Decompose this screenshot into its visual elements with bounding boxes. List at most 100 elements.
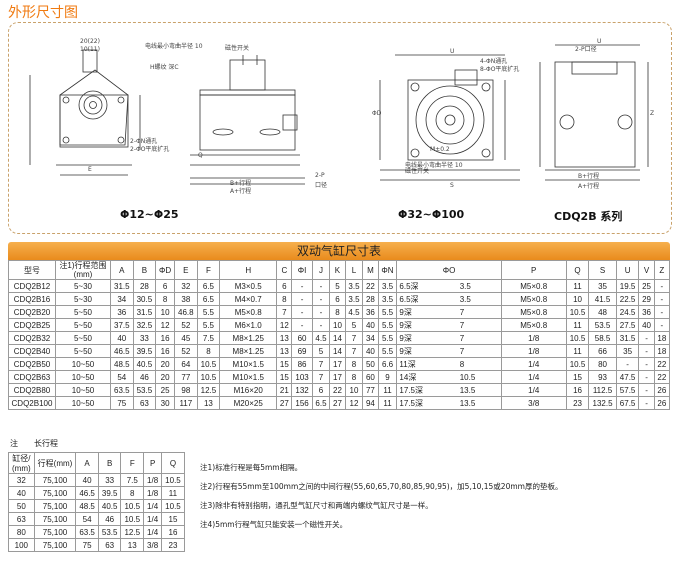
holes-o-label: 2-ΦO平底扩孔	[130, 146, 170, 153]
table-cell: 38	[174, 292, 198, 306]
col-o: ΦO	[396, 260, 502, 280]
fig3-side-view	[539, 44, 649, 181]
dimension-table: 型号 注1)行程范围(mm) A B ΦD E F H C ΦI J K L M…	[8, 260, 671, 410]
table-cell: 54	[110, 370, 134, 384]
table-cell: 27	[329, 396, 346, 410]
table-cell: 5~50	[55, 344, 111, 358]
holes-o4-label: 8-ΦO平底扩孔	[480, 66, 520, 73]
col-f: F	[120, 452, 145, 474]
note-title: 注 长行程	[10, 439, 58, 448]
table-cell: 53.5	[132, 383, 157, 397]
holes-n4-label: 4-ΦN通孔	[480, 58, 508, 65]
table-cell: 63.5	[110, 383, 134, 397]
table-cell: 8	[329, 305, 346, 319]
table-cell: 6	[276, 279, 293, 293]
table-cell: 22.5	[615, 292, 640, 306]
table-cell: 77	[174, 370, 198, 384]
table-cell: 10.5	[196, 357, 221, 371]
table-cell: 6.5深	[396, 292, 458, 306]
table-cell: -	[291, 318, 313, 332]
table-cell: 12.5	[196, 383, 221, 397]
table-cell: 28	[362, 292, 379, 306]
table-cell: 11深	[396, 357, 458, 371]
table-cell: -	[311, 305, 331, 319]
table-cell: 18	[653, 331, 671, 345]
col-n: ΦN	[377, 260, 398, 280]
table-cell: 46.8	[174, 305, 198, 319]
table-cell: 1/4	[500, 357, 567, 371]
table-cell: 5.5	[377, 318, 398, 332]
table-cell: 36	[362, 305, 379, 319]
table-cell: 5	[311, 344, 331, 358]
table-cell: 52	[174, 318, 198, 332]
table-cell: 31.5	[132, 305, 157, 319]
table-cell: M5×0.8	[500, 292, 567, 306]
table-cell: 7	[457, 344, 502, 358]
table-cell: 40	[638, 318, 655, 332]
stroke-cell: 46	[97, 512, 122, 526]
fig1-front-view	[29, 49, 141, 176]
table-cell: 8	[276, 292, 293, 306]
table-cell: 64	[174, 357, 198, 371]
table-cell: 5~30	[55, 292, 111, 306]
table-cell: 7	[344, 331, 364, 345]
s-dim-label: S	[450, 182, 454, 189]
table-cell: 17.5深	[396, 383, 458, 397]
table-cell: 13	[276, 331, 293, 345]
table-cell: 25	[638, 279, 655, 293]
table-cell: -	[311, 318, 331, 332]
table-cell: M20×25	[219, 396, 278, 410]
table-cell: 132	[291, 383, 313, 397]
table-cell: 27.5	[615, 318, 640, 332]
stroke-cell: 75,100	[33, 473, 77, 487]
table-cell: CDQ2B50	[8, 357, 56, 371]
table-cell: 40	[362, 318, 379, 332]
stroke-cell: 1/8	[143, 486, 163, 500]
table-cell: 5~50	[55, 318, 111, 332]
table-cell: M5×0.8	[500, 279, 567, 293]
table-cell: 17	[329, 357, 346, 371]
table-cell: 6.6	[377, 357, 398, 371]
table-cell: 14	[329, 331, 346, 345]
table-cell: 8	[196, 344, 221, 358]
table-cell: -	[311, 279, 331, 293]
table-cell: -	[638, 357, 655, 371]
table-cell: -	[291, 292, 313, 306]
phi-d-label: ΦD	[372, 110, 382, 117]
table-cell: M8×1.25	[219, 331, 278, 345]
table-cell: 6	[329, 292, 346, 306]
table-cell: 10~50	[55, 396, 111, 410]
table-cell: 11	[565, 344, 590, 358]
col-l: L	[344, 260, 364, 280]
stroke-cell: 11	[161, 486, 185, 500]
col-b: B	[97, 452, 122, 474]
magnet-switch-label: 磁性开关	[225, 45, 250, 52]
figure-3-label: CDQ2B 系列	[554, 210, 623, 223]
table-cell: 32.5	[132, 318, 157, 332]
table-cell: 103	[291, 370, 313, 384]
table-cell: 4.5	[311, 331, 331, 345]
table-cell: M5×0.8	[500, 318, 567, 332]
table-cell: -	[638, 370, 655, 384]
stroke-a2-label: A+行程	[578, 183, 600, 190]
col-q: Q	[565, 260, 590, 280]
table-cell: 37.5	[110, 318, 134, 332]
table-cell: -	[638, 331, 655, 345]
stroke-cell: 63	[8, 512, 35, 526]
figure-2-label: Φ32~Φ100	[398, 208, 465, 221]
table-cell: 60	[291, 331, 313, 345]
table-cell: 10	[155, 305, 176, 319]
table-header-row: 型号 注1)行程范围(mm) A B ΦD E F H C ΦI J K L M…	[8, 260, 671, 280]
stroke-header-row: 缸径/(mm) 行程(mm) A B F P Q	[8, 452, 185, 474]
stroke-cell: 48.5	[75, 499, 99, 513]
table-cell: 46	[132, 370, 157, 384]
table-cell: 10.5	[565, 305, 590, 319]
table-cell: CDQ2B100	[8, 396, 56, 410]
fig1-side-view	[190, 55, 305, 185]
